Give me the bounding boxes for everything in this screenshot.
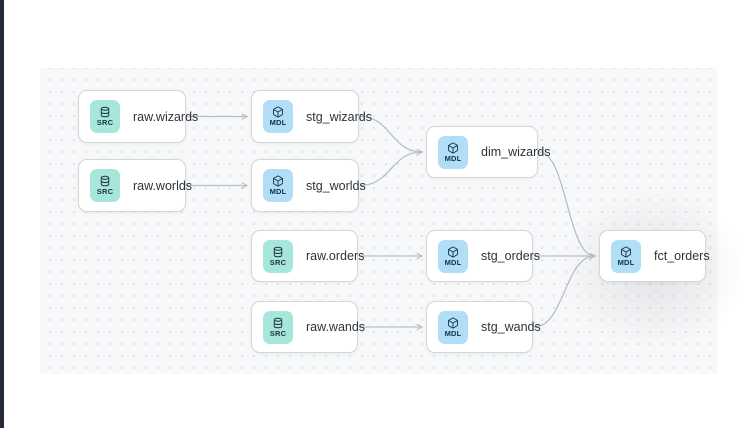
node-badge-src: SRC bbox=[90, 169, 120, 202]
node-label: stg_wands bbox=[481, 320, 541, 334]
node-badge-src: SRC bbox=[90, 100, 120, 133]
cube-icon bbox=[273, 106, 283, 118]
node-label: raw.worlds bbox=[133, 178, 193, 193]
badge-label: MDL bbox=[617, 257, 635, 267]
database-icon bbox=[273, 246, 283, 257]
node-label: raw.wizards bbox=[133, 109, 199, 124]
node-badge-mdl: MDL bbox=[438, 310, 468, 344]
window-edge bbox=[0, 0, 4, 428]
node-badge-mdl: MDL bbox=[438, 239, 468, 273]
cube-icon bbox=[448, 142, 458, 154]
node-stg_wizards[interactable]: MDL stg_wizards bbox=[251, 90, 372, 143]
node-label: fct_orders bbox=[654, 249, 710, 263]
node-raw_wizards[interactable]: SRC raw.wizards bbox=[78, 90, 198, 143]
node-label: raw.wands bbox=[306, 320, 366, 334]
node-raw_orders[interactable]: SRC raw.orders bbox=[251, 230, 364, 282]
badge-label: MDL bbox=[269, 118, 287, 128]
badge-label: MDL bbox=[269, 187, 287, 197]
cube-icon bbox=[448, 317, 458, 329]
node-fct_orders[interactable]: MDL fct_orders bbox=[599, 230, 710, 282]
badge-label: MDL bbox=[444, 328, 462, 338]
node-label: stg_worlds bbox=[306, 178, 366, 193]
node-stg_orders[interactable]: MDL stg_orders bbox=[426, 230, 540, 282]
node-badge-src: SRC bbox=[263, 310, 293, 344]
node-badge-mdl: MDL bbox=[438, 135, 468, 169]
database-icon bbox=[100, 107, 110, 118]
cube-icon bbox=[273, 175, 283, 187]
node-dim_wizards[interactable]: MDL dim_wizards bbox=[426, 126, 550, 178]
cube-icon bbox=[621, 246, 631, 258]
node-label: raw.orders bbox=[306, 249, 365, 263]
badge-label: MDL bbox=[444, 153, 462, 163]
badge-label: SRC bbox=[269, 257, 287, 267]
badge-label: SRC bbox=[269, 328, 287, 338]
node-raw_worlds[interactable]: SRC raw.worlds bbox=[78, 159, 192, 212]
node-label: stg_wizards bbox=[306, 109, 372, 124]
node-badge-mdl: MDL bbox=[611, 239, 641, 273]
database-icon bbox=[100, 176, 110, 187]
cube-icon bbox=[448, 246, 458, 258]
node-stg_wands[interactable]: MDL stg_wands bbox=[426, 301, 541, 353]
badge-label: SRC bbox=[96, 118, 114, 128]
database-icon bbox=[273, 317, 283, 328]
node-raw_wands[interactable]: SRC raw.wands bbox=[251, 301, 365, 353]
node-badge-mdl: MDL bbox=[263, 169, 293, 202]
node-badge-src: SRC bbox=[263, 239, 293, 273]
node-badge-mdl: MDL bbox=[263, 100, 293, 133]
badge-label: MDL bbox=[444, 257, 462, 267]
node-label: dim_wizards bbox=[481, 145, 551, 159]
node-label: stg_orders bbox=[481, 249, 541, 263]
node-stg_worlds[interactable]: MDL stg_worlds bbox=[251, 159, 366, 212]
badge-label: SRC bbox=[96, 187, 114, 197]
